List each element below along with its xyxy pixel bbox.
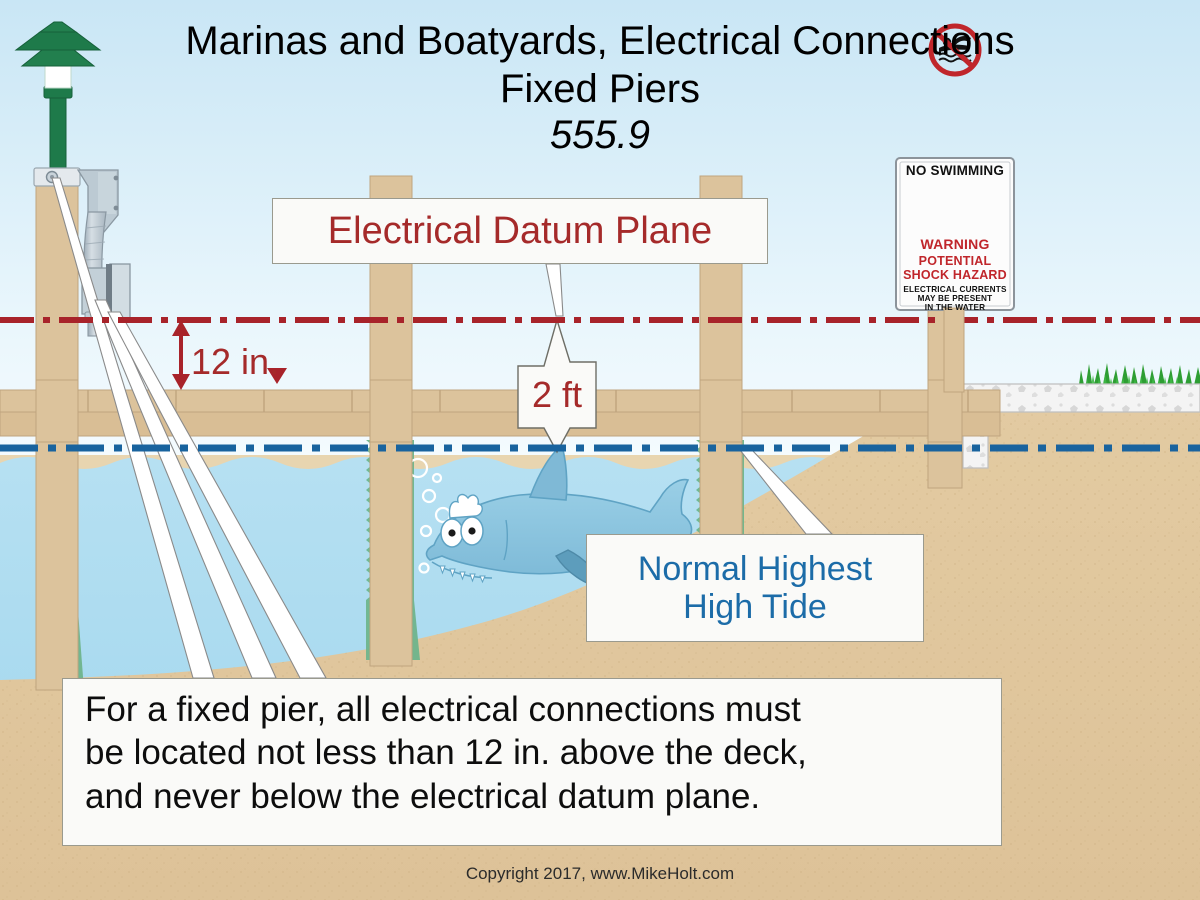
sign-detail-line2: MAY BE PRESENT [917,294,993,303]
sign-heading: NO SWIMMING [905,163,1005,178]
no-swimming-sign-text: NO SWIMMING WARNING POTENTIAL SHOCK HAZA… [896,158,1014,312]
tide-label-line2: High Tide [683,588,827,626]
sign-detail-line3: IN THE WATER [924,303,986,312]
two-foot-callout-shape [517,317,597,454]
copyright-notice: Copyright 2017, www.MikeHolt.com [465,864,735,883]
twelve-inch-dimension-arrow [172,320,190,390]
post-light [14,21,102,187]
twelve-inch-clearance-label: 12 in. [191,341,280,382]
sign-hazard-line1: POTENTIAL [918,254,992,268]
sign-warning-word: WARNING [920,236,990,252]
sign-post [943,307,965,393]
pilings-foreground [35,379,963,443]
explanatory-note-box: For a fixed pier, all electrical connect… [62,678,1002,846]
electrical-datum-plane-label: Electrical Datum Plane [327,209,713,252]
note-line1: For a fixed pier, all electrical connect… [85,690,801,729]
electrical-datum-plane-callout: Electrical Datum Plane [272,198,768,264]
note-line3: and never below the electrical datum pla… [85,776,761,816]
normal-highest-high-tide-callout: Normal Highest High Tide [586,534,924,642]
sign-detail-line1: ELECTRICAL CURRENTS [903,285,1007,294]
sign-hazard-line2: SHOCK HAZARD [903,268,1007,282]
no-swimming-sign-board [895,23,1015,311]
note-line2: be located not less than 12 in. above th… [85,733,807,773]
tide-label-line1: Normal Highest [637,549,873,588]
leader-lines [51,177,834,679]
deck-marker-arrow [267,368,287,384]
